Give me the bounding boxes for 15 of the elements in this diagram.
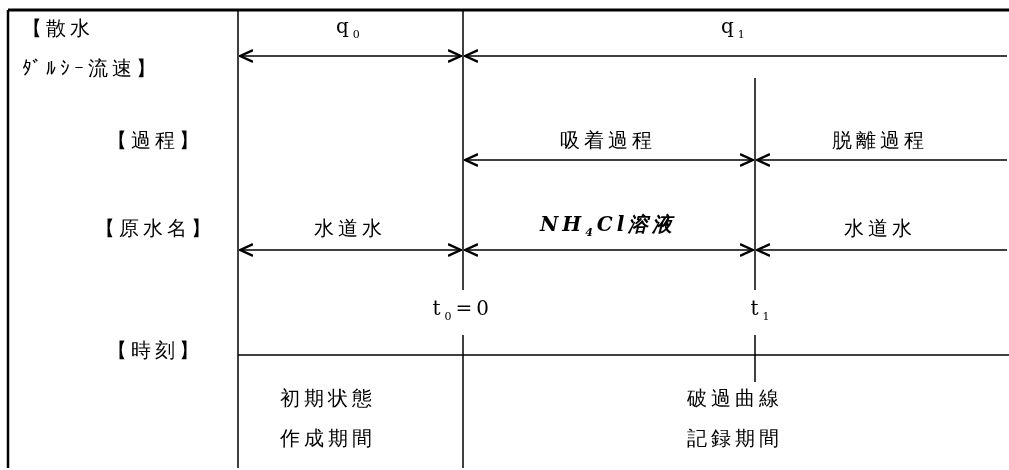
time-label: t$_{0}$=0 xyxy=(432,294,494,325)
flow-rate-label: q$_{1}$ xyxy=(721,12,749,43)
process-label: 脱離過程 xyxy=(832,127,928,154)
water-name-label: NH$_{4}$Cl溶液 xyxy=(540,210,677,241)
row-header: 【散水ﾀﾞﾙｼｰ流速】 xyxy=(22,15,160,82)
row-header: 【過程】 xyxy=(107,127,203,154)
row-header: 【原水名】 xyxy=(95,215,215,242)
row-header: 【時刻】 xyxy=(107,337,203,364)
process-label: 吸着過程 xyxy=(560,127,656,154)
period-label: 破過曲線記録期間 xyxy=(687,385,783,452)
period-label: 初期状態作成期間 xyxy=(280,385,376,452)
water-name-label: 水道水 xyxy=(314,215,386,242)
water-name-label: 水道水 xyxy=(844,215,916,242)
flow-rate-label: q$_{0}$ xyxy=(336,12,364,43)
time-label: t$_{1}$ xyxy=(750,294,774,325)
